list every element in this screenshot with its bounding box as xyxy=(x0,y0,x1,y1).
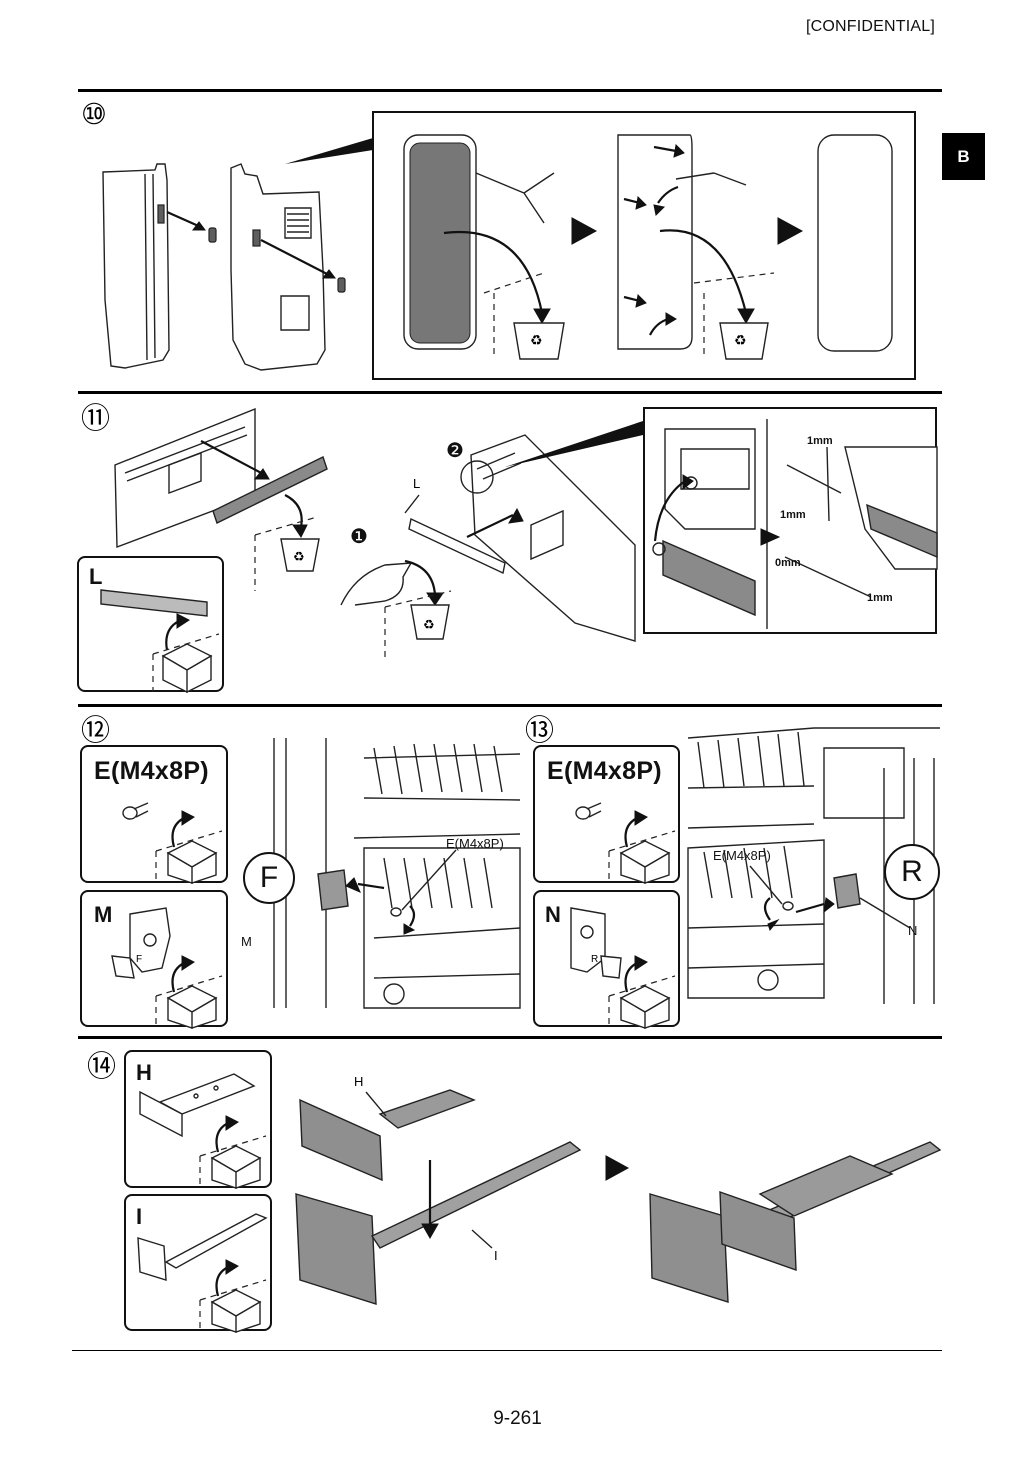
section-divider xyxy=(78,391,942,394)
part-box-H: H xyxy=(124,1050,272,1189)
part-box-N: N R xyxy=(533,890,680,1029)
section-divider xyxy=(78,89,942,92)
page-number: 9-261 xyxy=(493,1408,542,1429)
confidential-label: [CONFIDENTIAL] xyxy=(805,18,935,35)
part-box-label: M xyxy=(94,902,113,927)
dim-label: 0mm xyxy=(775,557,801,569)
part-box-label: L xyxy=(89,564,103,589)
front-side-marker-F: F xyxy=(243,852,295,904)
step12-machine-illustration xyxy=(273,738,521,1009)
step-number-14: ⑭ xyxy=(87,1049,117,1083)
svg-text:H: H xyxy=(354,1074,363,1089)
step-number-10: ⑩ xyxy=(81,97,107,131)
svg-text:♻: ♻ xyxy=(293,549,305,564)
part-box-label: N xyxy=(545,902,561,927)
svg-text:F: F xyxy=(136,954,142,965)
part-box-screw-E: E(M4x8P) xyxy=(533,745,680,884)
step-number-13: ⑬ xyxy=(525,713,555,747)
part-callout: N xyxy=(908,923,918,938)
svg-text:♻: ♻ xyxy=(530,332,543,348)
dim-label: 1mm xyxy=(807,435,833,447)
step14-rail-assembly-illustration: H I xyxy=(295,1074,942,1305)
part-box-label: E(M4x8P) xyxy=(94,757,209,785)
step-number-12: ⑫ xyxy=(81,713,111,747)
rear-side-marker-R: R xyxy=(884,844,940,900)
part-box-label: E(M4x8P) xyxy=(547,757,662,785)
svg-text:♻: ♻ xyxy=(734,332,747,348)
svg-text:♻: ♻ xyxy=(423,617,435,632)
dim-label: 1mm xyxy=(780,509,806,521)
screw-callout: E(M4x8P) xyxy=(713,848,771,863)
section-divider xyxy=(78,1036,942,1039)
step-number-11: ⑪ xyxy=(81,401,111,435)
step11-marker-2: ❷ xyxy=(446,440,464,462)
part-box-M: M F xyxy=(80,890,228,1029)
step11-marker-1: ❶ xyxy=(350,526,368,548)
svg-text:I: I xyxy=(494,1248,498,1263)
section-divider xyxy=(72,1350,942,1351)
step10-side-cover-illustration xyxy=(102,138,373,371)
part-box-L: L xyxy=(77,556,224,694)
dim-label: 1mm xyxy=(867,592,893,604)
part-callout: M xyxy=(241,934,252,949)
step11-detail-panel: 1mm 1mm 0mm 1mm xyxy=(643,407,938,634)
step10-detail-panel: ♻ ♻ xyxy=(372,111,916,380)
section-tab: B xyxy=(942,133,985,180)
svg-text:L: L xyxy=(413,476,420,491)
screw-callout: E(M4x8P) xyxy=(446,836,504,851)
part-box-label: H xyxy=(136,1060,152,1085)
step13-machine-illustration xyxy=(687,727,940,1004)
svg-text:R: R xyxy=(591,954,598,965)
part-box-label: I xyxy=(136,1204,143,1229)
step11-cover-replacement-illustration: ♻ L ♻ xyxy=(114,407,643,657)
section-divider xyxy=(78,704,942,707)
part-box-screw-E: E(M4x8P) xyxy=(80,745,228,884)
part-box-I: I xyxy=(124,1194,272,1333)
